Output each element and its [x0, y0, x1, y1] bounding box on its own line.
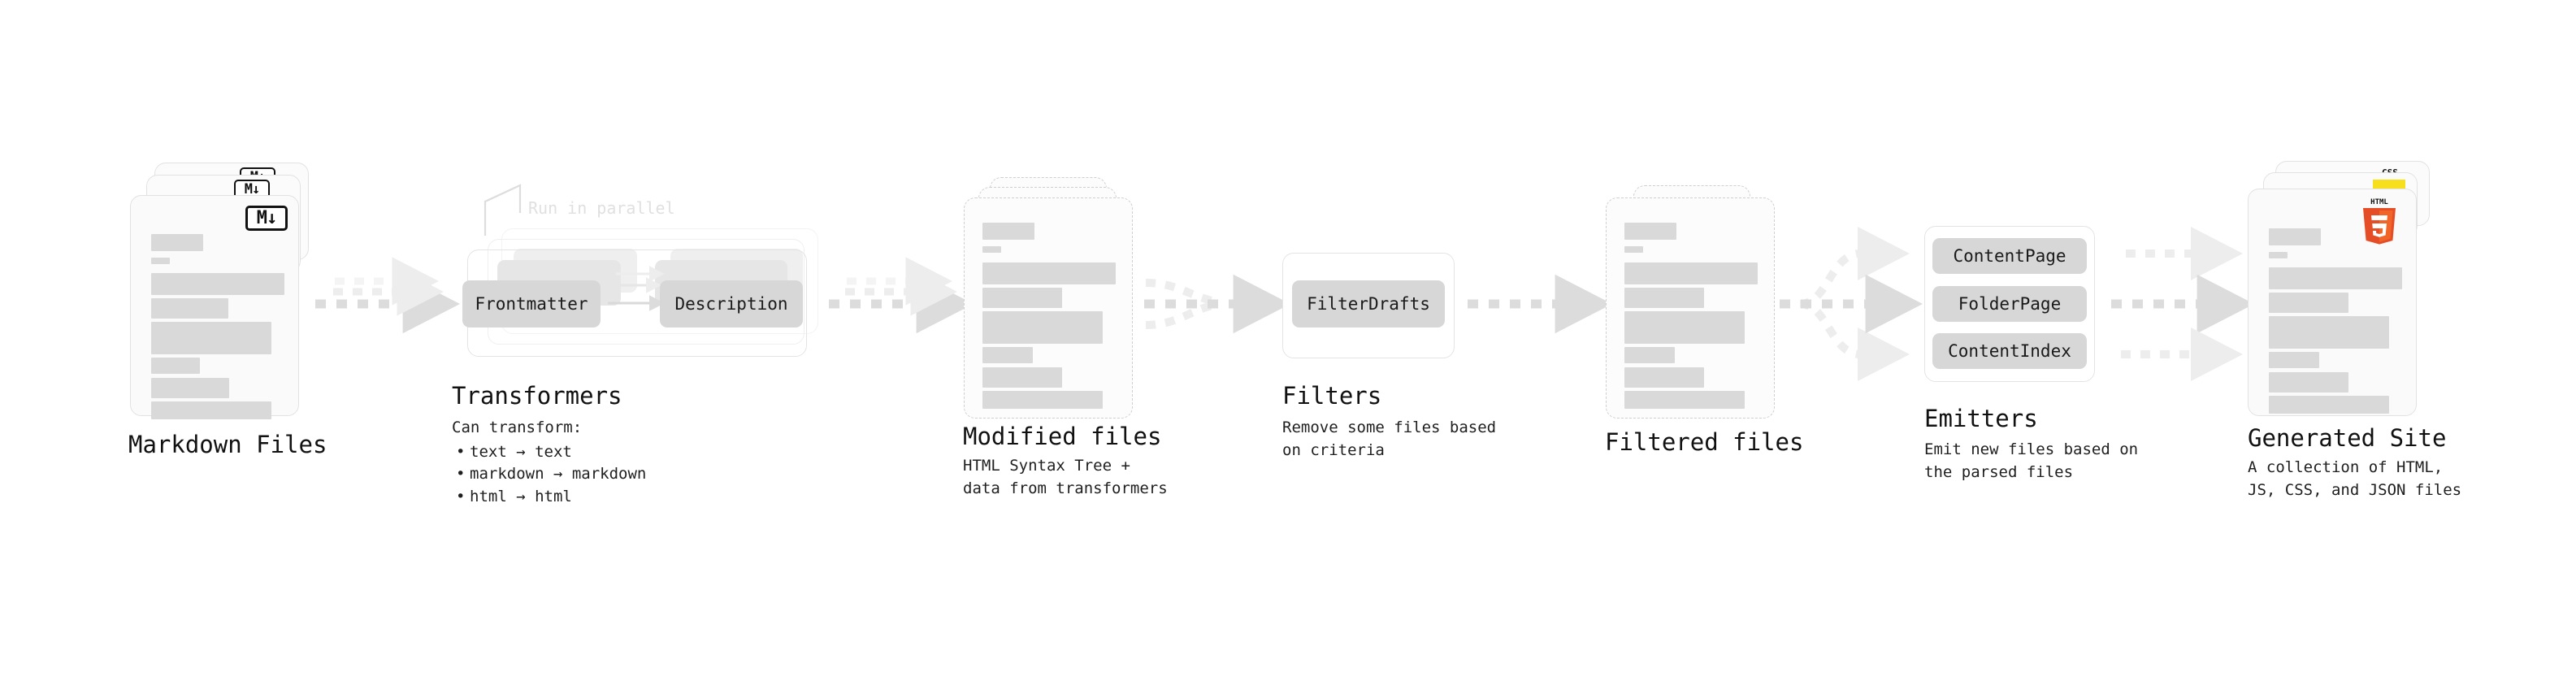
run-in-parallel-label: Run in parallel: [528, 198, 675, 218]
stage-title-filtered-files: Filtered files: [1605, 428, 1804, 456]
emitter-chip-folderpage[interactable]: FolderPage: [1932, 286, 2087, 322]
skeleton-bar: [2269, 293, 2348, 313]
skeleton-bar: [982, 246, 1001, 253]
transform-rule: html → html: [456, 486, 646, 509]
transformers-bullets-lead: Can transform:: [452, 419, 583, 436]
filter-chip-filterdrafts[interactable]: FilterDrafts: [1292, 280, 1445, 327]
skeleton-bar: [151, 401, 271, 419]
skeleton-bar: [1624, 311, 1745, 344]
skeleton-bar: [1624, 223, 1676, 240]
transformers-bullets: Can transform: text → text markdown → ma…: [452, 417, 646, 508]
skeleton-bar: [2269, 352, 2319, 368]
arrow-markdown-to-transformers: [315, 257, 460, 334]
skeleton-bar: [2269, 267, 2402, 289]
skeleton-bar: [151, 358, 200, 374]
emitter-chip-contentpage[interactable]: ContentPage: [1932, 238, 2087, 274]
skeleton-bar: [151, 378, 229, 398]
stage-caption-emitters: Emit new files based on the parsed files: [1924, 440, 2139, 481]
skeleton-bar: [2269, 252, 2288, 258]
transformer-chip-frontmatter[interactable]: Frontmatter: [462, 280, 601, 327]
markdown-icon-front: M↓: [245, 206, 288, 231]
stage-caption-filters: Remove some files based on criteria: [1282, 419, 1497, 459]
skeleton-bar: [151, 322, 271, 354]
stage-title-filters: Filters: [1282, 382, 1382, 410]
skeleton-bar: [1624, 246, 1643, 253]
skeleton-bar: [2269, 228, 2321, 245]
skeleton-bar: [151, 234, 203, 251]
stage-title-generated-site: Generated Site: [2248, 424, 2447, 452]
skeleton-bar: [1624, 262, 1758, 284]
skeleton-bar: [982, 311, 1103, 344]
stage-caption-generated-site: A collection of HTML, JS, CSS, and JSON …: [2248, 458, 2462, 499]
arrow-transformers-to-modified: [829, 257, 974, 334]
skeleton-bar: [1624, 367, 1704, 388]
arrow-modified-to-filters: [1144, 274, 1290, 334]
skeleton-bar: [982, 223, 1034, 240]
skeleton-bar: [982, 288, 1062, 308]
html5-icon: HTML: [2363, 198, 2396, 245]
stage-title-markdown-files: Markdown Files: [128, 431, 327, 458]
transformer-chip-description[interactable]: Description: [660, 280, 803, 327]
skeleton-bar: [151, 273, 284, 295]
skeleton-bar: [2269, 316, 2389, 349]
transform-rule: text → text: [456, 441, 646, 464]
arrow-emitters-to-site: [2111, 227, 2254, 381]
skeleton-bar: [982, 262, 1116, 284]
svg-text:HTML: HTML: [2370, 198, 2388, 206]
filtered-sheet-front: [1606, 197, 1775, 419]
modified-sheet-front: [964, 197, 1133, 419]
skeleton-bar: [2269, 372, 2348, 393]
stage-title-emitters: Emitters: [1924, 405, 2038, 432]
transform-rule: markdown → markdown: [456, 463, 646, 486]
emitter-chip-contentindex[interactable]: ContentIndex: [1932, 333, 2087, 369]
stage-caption-modified-files: HTML Syntax Tree + data from transformer…: [963, 457, 1168, 497]
stage-title-modified-files: Modified files: [963, 423, 1162, 450]
skeleton-bar: [151, 258, 170, 264]
markdown-sheet-front: [130, 195, 299, 419]
arrow-filtered-to-emitters: [1780, 227, 1923, 381]
skeleton-bar: [2269, 396, 2389, 414]
skeleton-bar: [982, 391, 1103, 409]
skeleton-bar: [1624, 391, 1745, 409]
skeleton-bar: [151, 298, 228, 319]
skeleton-bar: [1624, 347, 1675, 363]
skeleton-bar: [982, 347, 1033, 363]
skeleton-bar: [982, 367, 1062, 388]
stage-title-transformers: Transformers: [452, 382, 622, 410]
skeleton-bar: [1624, 288, 1704, 308]
